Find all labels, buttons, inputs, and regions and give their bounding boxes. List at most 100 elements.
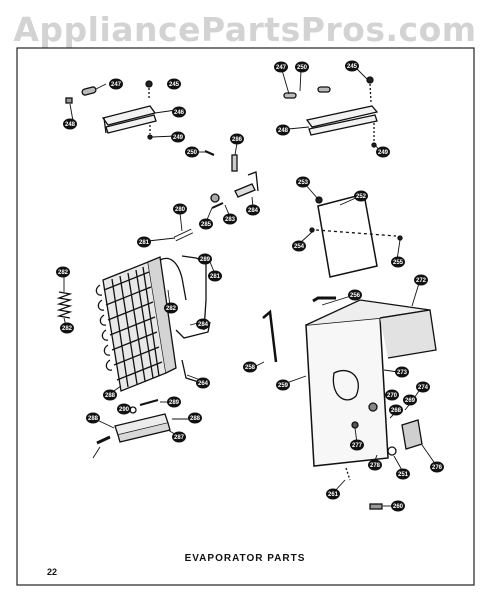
right-rail-assembly bbox=[283, 76, 379, 148]
callout-label: 282 bbox=[166, 306, 177, 312]
callout-label: 285 bbox=[201, 222, 212, 228]
callout-label: 288 bbox=[88, 416, 99, 422]
callout-label: 245 bbox=[169, 82, 180, 88]
callout-bubble: 273 bbox=[395, 366, 409, 378]
callout-label: 289 bbox=[169, 400, 180, 406]
callout-label: 284 bbox=[248, 208, 259, 214]
watermark-text: AppliancePartsPros.com bbox=[13, 10, 477, 49]
callout-label: 254 bbox=[294, 244, 305, 250]
drip-trough bbox=[96, 399, 171, 445]
callout-label: 268 bbox=[391, 408, 402, 414]
callout-label: 249 bbox=[378, 150, 389, 156]
callout-bubble: 276 bbox=[430, 461, 444, 473]
evaporator-coil bbox=[95, 255, 211, 392]
callout-bubble: 287 bbox=[172, 431, 186, 443]
callout-bubble: 252 bbox=[354, 190, 368, 202]
callout-label: 250 bbox=[297, 65, 308, 71]
callout-bubble: 254 bbox=[292, 240, 306, 252]
callout-bubble: 284 bbox=[246, 204, 260, 216]
page-number: 22 bbox=[47, 567, 58, 577]
callout-label: 287 bbox=[174, 435, 185, 441]
callout-bubble: 272 bbox=[414, 274, 428, 286]
callout-label: 281 bbox=[139, 240, 150, 246]
callout-label: 282 bbox=[62, 326, 73, 332]
callout-bubble: 289 bbox=[198, 253, 212, 265]
callout-label: 256 bbox=[350, 293, 361, 299]
callout-bubble: 289 bbox=[167, 396, 181, 408]
callout-bubble: 283 bbox=[223, 213, 237, 225]
callout-bubble: 280 bbox=[173, 203, 187, 215]
callout-bubble: 282 bbox=[164, 302, 178, 314]
callout-bubble: 274 bbox=[416, 381, 430, 393]
callout-bubble: 248 bbox=[63, 118, 77, 130]
callout-bubble: 250 bbox=[295, 61, 309, 73]
callout-bubble: 247 bbox=[274, 61, 288, 73]
callout-label: 250 bbox=[187, 150, 198, 156]
callout-label: 274 bbox=[418, 385, 429, 391]
spring-part bbox=[56, 291, 73, 319]
callout-bubble: 277 bbox=[350, 439, 364, 451]
wire-rods bbox=[262, 296, 336, 363]
callout-bubble: 264 bbox=[196, 377, 210, 389]
diagram-caption: EVAPORATOR PARTS bbox=[184, 553, 306, 564]
callout-bubble: 281 bbox=[137, 236, 151, 248]
callout-label: 247 bbox=[276, 65, 287, 71]
callout-bubble: 288 bbox=[103, 389, 117, 401]
callout-bubble: 286 bbox=[230, 133, 244, 145]
callout-bubble: 249 bbox=[171, 131, 185, 143]
cover-panel bbox=[309, 193, 403, 278]
callout-label: 259 bbox=[278, 383, 289, 389]
callout-bubble: 282 bbox=[56, 266, 70, 278]
callout-label: 260 bbox=[393, 504, 404, 510]
callout-label: 280 bbox=[175, 207, 186, 213]
left-rail-assembly bbox=[65, 80, 215, 157]
callout-label: 283 bbox=[225, 217, 236, 223]
callout-label: 248 bbox=[278, 128, 289, 134]
callout-bubble: 245 bbox=[167, 78, 181, 90]
page-border bbox=[16, 47, 475, 586]
callout-bubble: 268 bbox=[389, 404, 403, 416]
callout-label: 282 bbox=[58, 270, 69, 276]
callout-label: 290 bbox=[119, 407, 130, 413]
callout-bubble: 248 bbox=[276, 124, 290, 136]
callout-label: 273 bbox=[397, 370, 408, 376]
callout-label: 258 bbox=[245, 365, 256, 371]
callout-label: 269 bbox=[405, 398, 416, 404]
callout-label: 288 bbox=[190, 416, 201, 422]
callout-bubble: 256 bbox=[348, 289, 362, 301]
callout-label: 251 bbox=[398, 472, 409, 478]
callout-bubble: 255 bbox=[391, 256, 405, 268]
callout-bubble: 284 bbox=[196, 318, 210, 330]
callout-label: 288 bbox=[105, 393, 116, 399]
callout-bubble: 288 bbox=[86, 412, 100, 424]
callout-label: 270 bbox=[387, 393, 398, 399]
callout-bubble: 258 bbox=[243, 361, 257, 373]
callout-bubble: 288 bbox=[188, 412, 202, 424]
callout-bubble: 251 bbox=[396, 468, 410, 480]
callout-bubble: 249 bbox=[376, 146, 390, 158]
callout-bubble: 253 bbox=[296, 176, 310, 188]
callout-bubble: 270 bbox=[385, 389, 399, 401]
callout-label: 277 bbox=[352, 443, 363, 449]
callout-label: 247 bbox=[111, 82, 122, 88]
callout-label: 246 bbox=[174, 110, 185, 116]
control-housing bbox=[305, 299, 437, 510]
callout-label: 286 bbox=[232, 137, 243, 143]
callout-label: 272 bbox=[416, 278, 427, 284]
callout-label: 289 bbox=[200, 257, 211, 263]
callout-label: 255 bbox=[393, 260, 404, 266]
callout-bubble: 281 bbox=[208, 270, 222, 282]
callout-bubble: 285 bbox=[199, 218, 213, 230]
callout-label: 249 bbox=[173, 135, 184, 141]
callout-bubble: 290 bbox=[117, 403, 131, 415]
callout-bubble: 282 bbox=[60, 322, 74, 334]
callout-label: 253 bbox=[298, 180, 309, 186]
callout-label: 245 bbox=[347, 64, 358, 70]
callout-label: 252 bbox=[356, 194, 367, 200]
callout-label: 278 bbox=[370, 463, 381, 469]
callout-bubble: 259 bbox=[276, 379, 290, 391]
callout-bubble: 261 bbox=[326, 488, 340, 500]
callout-label: 261 bbox=[328, 492, 339, 498]
